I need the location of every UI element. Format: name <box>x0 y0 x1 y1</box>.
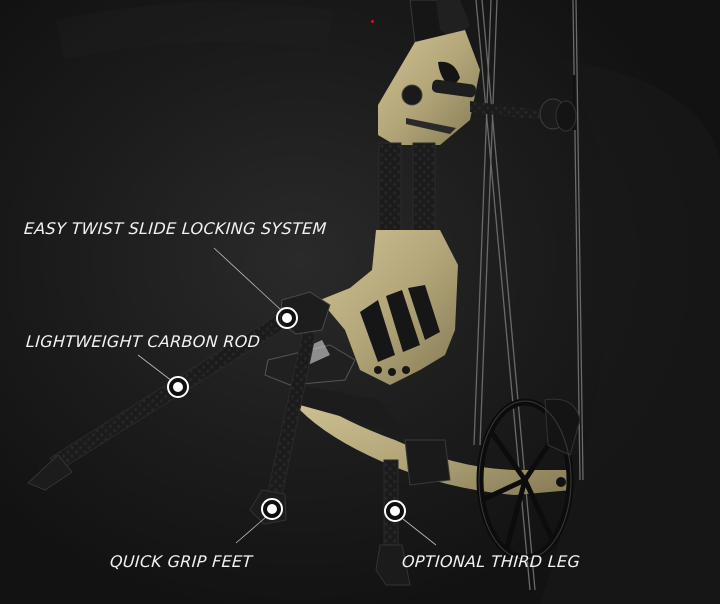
hotspot-lightweight-carbon-rod[interactable] <box>167 376 189 398</box>
hotspot-dot-icon <box>282 313 292 323</box>
label-lightweight-carbon-rod: LIGHTWEIGHT CARBON ROD <box>25 332 261 351</box>
red-indicator-dot <box>371 20 374 23</box>
label-easy-twist-slide-locking-system: EASY TWIST SLIDE LOCKING SYSTEM <box>23 219 328 238</box>
hotspot-optional-third-leg[interactable] <box>384 500 406 522</box>
label-quick-grip-feet: QUICK GRIP FEET <box>109 552 254 571</box>
hotspot-dot-icon <box>390 506 400 516</box>
label-optional-third-leg: OPTIONAL THIRD LEG <box>401 552 581 571</box>
hotspot-dot-icon <box>173 382 183 392</box>
hotspot-easy-twist-slide-locking-system[interactable] <box>276 307 298 329</box>
hotspot-dot-icon <box>267 504 277 514</box>
hotspot-quick-grip-feet[interactable] <box>261 498 283 520</box>
